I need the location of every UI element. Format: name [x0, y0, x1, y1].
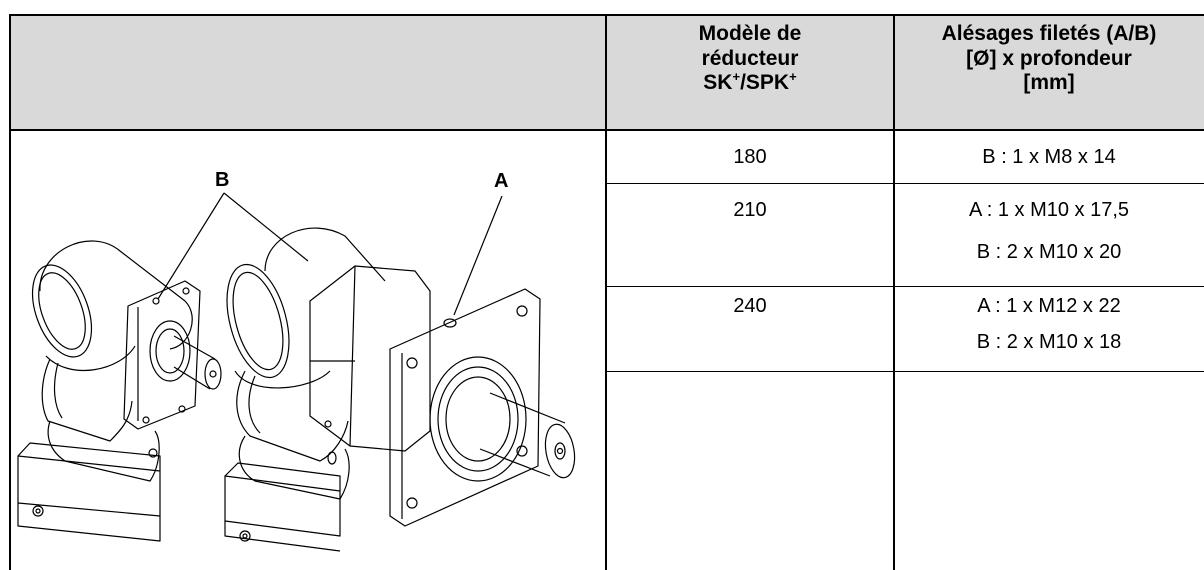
bore-line: B : 2 x M10 x 20 [976, 241, 1122, 263]
row-240-bores: A : 1 x M12 x 22 B : 2 x M10 x 18 [894, 289, 1204, 359]
column-divider-2 [893, 14, 895, 570]
left-gearbox [17, 240, 222, 542]
header-bores-line-1: Alésages filetés (A/B) [941, 22, 1157, 45]
header-model-line-2: réducteur [701, 46, 799, 70]
header-model-line-3: SK+/SPK+ [703, 69, 797, 94]
row-180-bores: B : 1 x M8 x 14 [894, 140, 1204, 174]
table-top-border [10, 14, 1204, 16]
header-bores-line-3: [mm] [1023, 71, 1075, 94]
header-bottom-border [10, 129, 1204, 131]
bore-line: A : 1 x M12 x 22 [977, 295, 1121, 317]
gearbox-drawing: B A [17, 169, 576, 552]
label-b: B [215, 169, 229, 191]
header-gearbox-model: Modèle de réducteur SK+/SPK+ [606, 15, 894, 130]
row-210-bores: A : 1 x M10 x 17,5 B : 2 x M10 x 20 [894, 193, 1204, 269]
row-divider-2 [606, 286, 1204, 287]
header-bores-line-2: [Ø] x profondeur [966, 46, 1132, 70]
table-left-border [9, 14, 11, 570]
bore-line: B : 2 x M10 x 18 [976, 331, 1122, 353]
row-180-model: 180 [733, 146, 767, 168]
column-divider-1 [605, 14, 607, 570]
bore-line: B : 1 x M8 x 14 [982, 146, 1116, 168]
header-threaded-bores: Alésages filetés (A/B) [Ø] x profondeur … [894, 15, 1204, 130]
leader-a [453, 195, 503, 316]
header-model-line-1: Modèle de [698, 22, 802, 45]
leader-b [157, 192, 309, 300]
row-210-model: 210 [733, 199, 767, 221]
row-divider-1 [606, 183, 1204, 184]
bore-line: A : 1 x M10 x 17,5 [968, 199, 1130, 221]
row-divider-3 [606, 371, 1204, 372]
header-image-cell [10, 15, 606, 130]
label-a: A [494, 170, 508, 192]
right-gearbox [224, 227, 576, 552]
row-240-model: 240 [733, 295, 767, 317]
